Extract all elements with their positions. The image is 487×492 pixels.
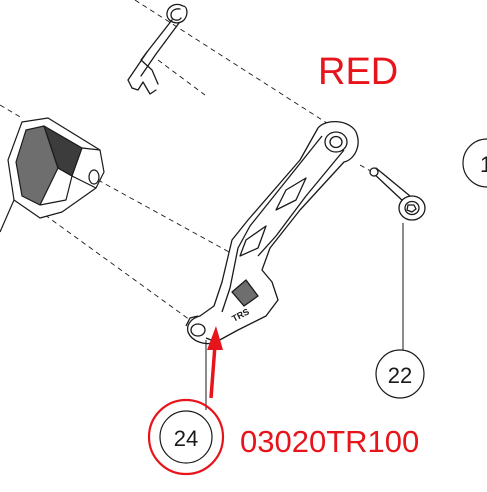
guide-line-lower	[44, 214, 191, 321]
part-number-text: 03020TR100	[240, 424, 419, 459]
pin-bolt-part	[369, 167, 426, 221]
mount-hole	[88, 169, 100, 185]
red-arrow	[207, 326, 223, 399]
red-arrow-shaft	[209, 344, 217, 399]
callout-22-label: 22	[388, 363, 412, 388]
guide-line-pin	[359, 164, 379, 176]
color-note-text: RED	[318, 51, 398, 93]
callout-24-circle	[159, 410, 213, 464]
lever-cutout-upper	[275, 177, 307, 211]
callout-22: 22	[375, 349, 425, 399]
callout-24-highlight-ring	[147, 398, 225, 476]
callout-22-circle	[375, 349, 425, 399]
callout-24: 24	[147, 398, 225, 476]
assembly-guide-lines	[0, 0, 379, 321]
lever-cutout-lower	[239, 225, 267, 257]
guide-line-upper	[0, 104, 23, 119]
mount-bracket-part	[0, 117, 105, 233]
callout-partial-label: 1	[480, 152, 487, 177]
red-arrow-head	[207, 326, 223, 350]
lever-arm-part	[185, 121, 359, 345]
bolt-head	[398, 195, 426, 221]
guide-line-mid	[97, 179, 241, 259]
lever-pivot-hole	[324, 131, 348, 153]
spring-clip-part	[127, 3, 188, 95]
callout-24-label: 24	[174, 426, 198, 451]
guide-line-spring	[157, 59, 206, 96]
lever-end-hole	[190, 323, 206, 337]
callout-partial-circle	[462, 138, 487, 188]
callout-partial: 1	[462, 138, 487, 188]
guide-line-top	[134, 0, 331, 126]
